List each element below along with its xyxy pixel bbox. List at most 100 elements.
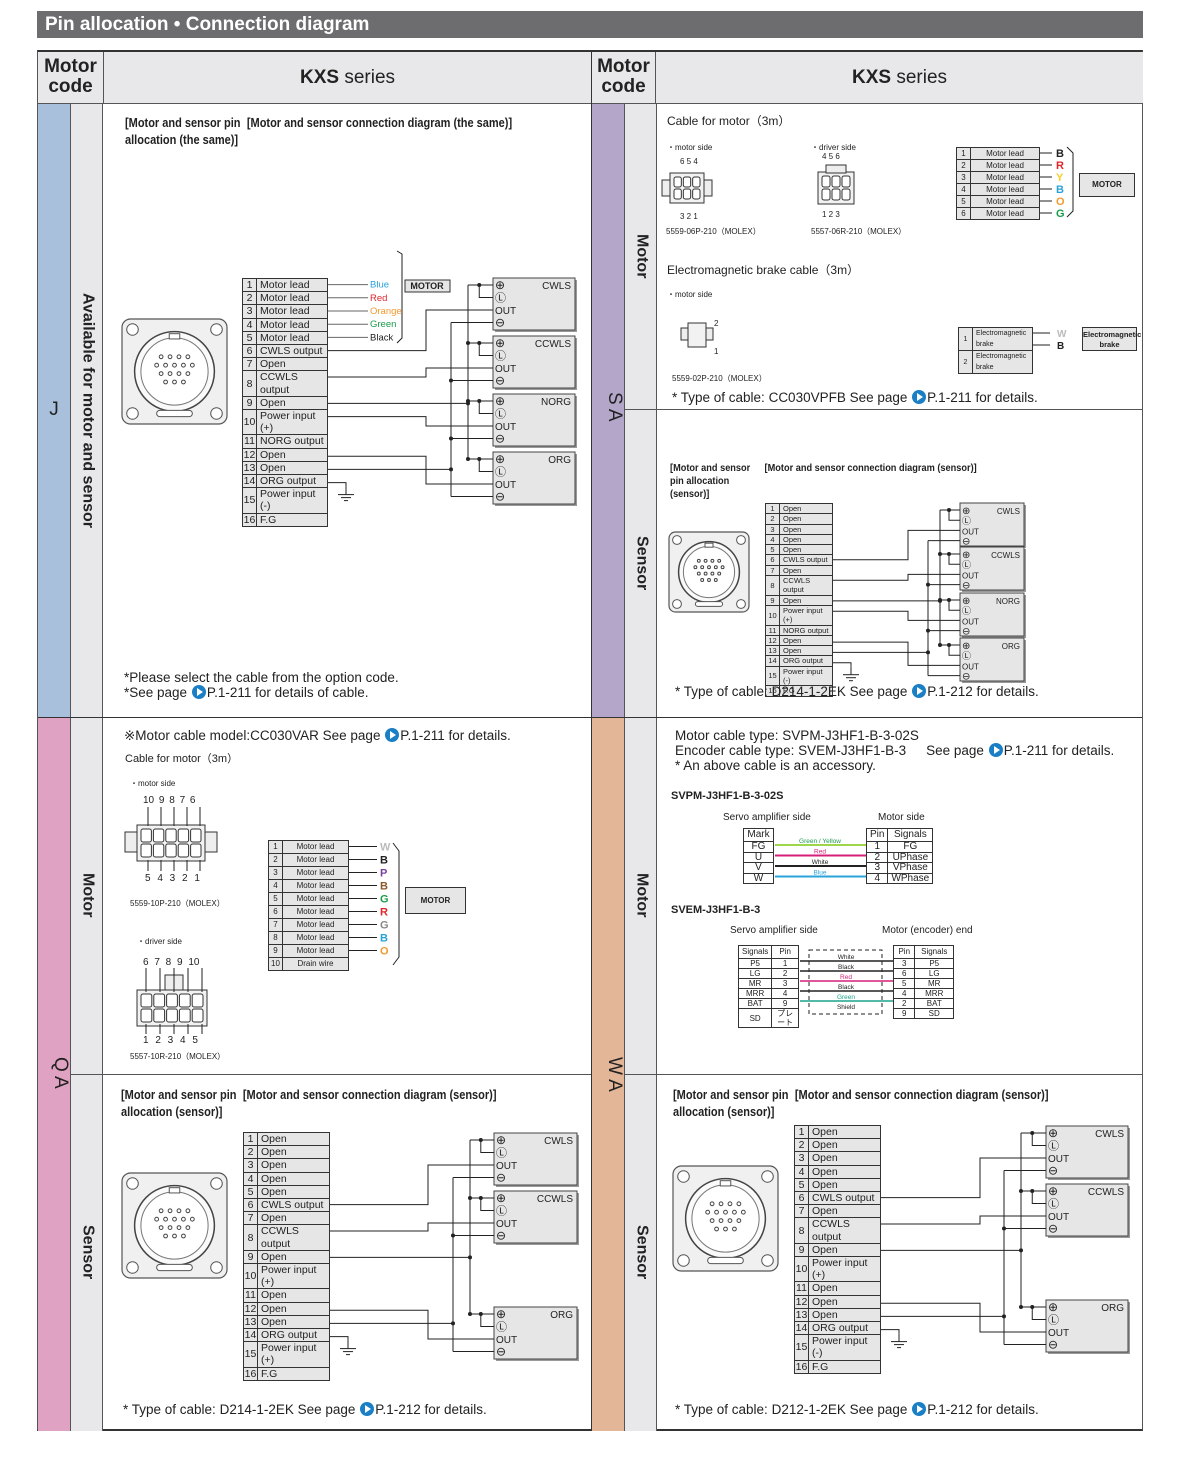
connector-latch: [124, 831, 138, 853]
connector-cavity: [140, 843, 152, 858]
j-notes: *Please select the cable from the option…: [124, 670, 399, 700]
qa-motor-link[interactable]: P.1-211: [400, 728, 445, 743]
mount-hole: [210, 1261, 223, 1274]
plus-terminal-icon: ⊕: [496, 1133, 506, 1147]
wire: [478, 401, 493, 414]
sa-divider: [624, 409, 1142, 410]
sa-motor-link[interactable]: P.1-211: [927, 390, 972, 405]
out-terminal: OUT: [962, 662, 979, 671]
pin-label: 1: [714, 347, 719, 356]
junction-dot: [449, 378, 453, 383]
sensor-name: CCWLS: [1088, 1187, 1124, 1198]
junction-dot: [1019, 1248, 1023, 1253]
sublabel-sensor: Sensor: [79, 1225, 97, 1280]
out-terminal: OUT: [1048, 1328, 1069, 1339]
connector-cavity: [177, 843, 190, 858]
pin-label: ORG output: [256, 474, 328, 489]
center-divider: [591, 52, 592, 1431]
mount-hole: [126, 407, 139, 420]
qa-sensor-link[interactable]: P.1-212: [375, 1402, 421, 1417]
pin-label: Open: [808, 1138, 881, 1153]
junction-dot: [1002, 1226, 1006, 1231]
connector-pin: [732, 1209, 737, 1215]
wire: [948, 554, 960, 565]
mount-hole: [736, 535, 746, 545]
table-cell: WPhase: [887, 872, 934, 884]
connector-pin: [693, 565, 698, 570]
wire-color-label: Orange: [370, 306, 402, 317]
wa-motor-link[interactable]: P.1-211: [1003, 743, 1049, 758]
molex-10r-driver-icon: [136, 989, 208, 1027]
svpm-right-label: Motor side: [878, 812, 925, 823]
connector-pin: [172, 1233, 177, 1239]
j-link[interactable]: P.1-211: [206, 685, 252, 700]
wire: [1031, 1307, 1046, 1320]
l-terminal-icon: Ⓛ: [962, 606, 971, 616]
connector-cavity: [152, 828, 165, 843]
connector-pin: [709, 1201, 715, 1207]
out-terminal: OUT: [495, 364, 516, 375]
pin-label: Motor lead: [970, 207, 1040, 220]
pin-label: Power input (+): [257, 1263, 330, 1290]
wire: [1031, 1133, 1046, 1146]
connector-pin: [717, 571, 722, 576]
qa-motor-box: MOTOR: [405, 887, 466, 914]
connector-pin: [717, 558, 722, 563]
mount-hole: [210, 407, 223, 420]
qa-cable-title: Cable for motor（3m）: [125, 753, 239, 765]
qa-cable-model: ※Motor cable model:CC030VAR See page P.1…: [124, 728, 511, 743]
pin-label: NORG output: [256, 434, 328, 449]
motor-box: [404, 279, 451, 293]
wire-label: Green: [837, 994, 855, 1001]
sensor-name: NORG: [996, 597, 1020, 606]
junction-dot: [938, 643, 942, 647]
connector-pin: [736, 1201, 742, 1207]
connector-pin: [158, 354, 164, 360]
sa-brake-part: 5559-02P-210（MOLEX）: [672, 374, 767, 383]
circular-connector-icon: [121, 318, 228, 425]
pin-label: Drain wire: [282, 957, 349, 971]
sublabel-motor: Motor: [79, 873, 97, 918]
mount-hole: [210, 323, 223, 336]
sa-driver-pins-bottom: 1 2 3: [822, 210, 840, 219]
sublabel-sensor: Sensor: [633, 1225, 651, 1280]
sa-sensor-link[interactable]: P.1-212: [927, 684, 973, 699]
connector-pin: [185, 354, 191, 360]
mount-hole: [672, 535, 682, 545]
connector-latch: [204, 831, 218, 853]
sa-motor-pins-bottom: 3 2 1: [680, 212, 698, 221]
connector-pin: [714, 1226, 719, 1232]
qa-divider: [70, 1074, 591, 1075]
connector-pin: [189, 1216, 195, 1222]
lead-color-code: B: [1056, 184, 1064, 196]
code-band-QA: [38, 717, 70, 1431]
arrow-right-circle-icon: [385, 728, 400, 742]
wire: [881, 1302, 1046, 1333]
header-cell: Mark: [743, 828, 774, 842]
header-cell: Pin: [865, 828, 889, 842]
pin-number: 6: [243, 1198, 258, 1213]
wire-label: Green / Yellow: [799, 838, 841, 845]
sensor-box-org: [959, 637, 1025, 682]
wa-sensor-link[interactable]: P.1-212: [927, 1402, 973, 1417]
wa-cable-info: Motor cable type: SVPM-J3HF1-B-3-02S Enc…: [675, 728, 1115, 773]
connector-cavity: [191, 993, 204, 1008]
connector-cavity: [682, 188, 692, 200]
connector-pin: [700, 578, 705, 582]
lead-color-code: B: [380, 881, 388, 893]
motor-box-label: MOTOR: [410, 281, 444, 291]
sensor-name: CCWLS: [991, 551, 1020, 560]
